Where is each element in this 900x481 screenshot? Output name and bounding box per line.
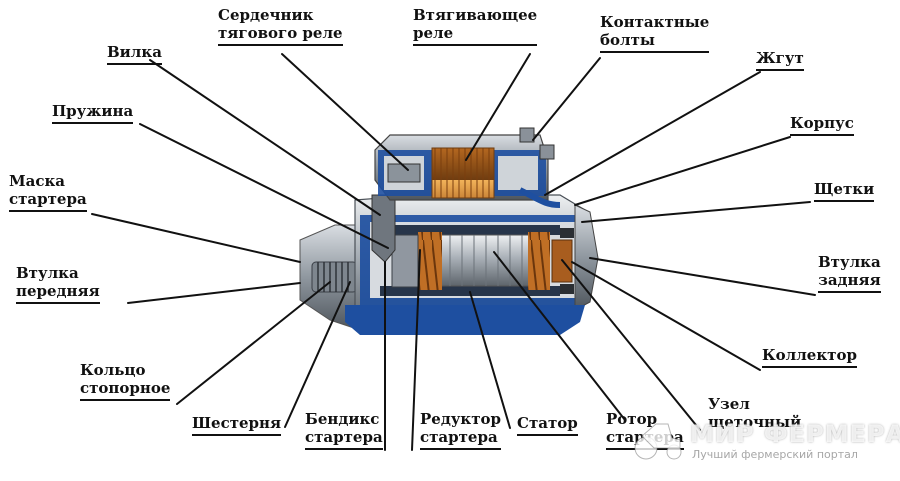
leader-kollektor (571, 261, 761, 371)
watermark-title: МИР ФЕРМЕРА (690, 420, 900, 448)
leader-shchetki (581, 201, 811, 223)
label-kollektor: Коллектор (762, 346, 857, 368)
rotor-shape (439, 234, 531, 287)
leader-zhgut (544, 71, 761, 196)
label-serdechnik: Сердечник тягового реле (218, 6, 343, 46)
contact-bolt-1 (519, 127, 535, 143)
leader-vilka (149, 59, 381, 216)
winding-right (528, 232, 550, 290)
leader-rotor (493, 251, 626, 421)
label-vtyag: Втягивающее реле (413, 6, 538, 46)
leader-kontakt (532, 57, 601, 141)
leader-uzel (561, 259, 701, 431)
starter-body (299, 127, 599, 335)
label-stator: Статор (517, 414, 578, 436)
leader-pruzhina (139, 123, 389, 249)
label-bendiks: Бендикс стартера (305, 410, 383, 450)
label-kontakt: Контактные болты (600, 13, 710, 53)
label-shesternya: Шестерня (192, 414, 282, 436)
fork-shape (371, 194, 396, 263)
label-vtulka-zad: Втулка задняя (818, 253, 881, 293)
winding-left (418, 232, 442, 290)
watermark-subtitle: Лучший фермерский портал (692, 448, 858, 461)
harness-shape (518, 187, 561, 208)
leader-serdechnik (281, 53, 409, 171)
label-maska: Маска стартера (9, 172, 87, 212)
label-uzel: Узел щеточный (708, 395, 802, 431)
leader-vtulka-zad (589, 257, 816, 296)
label-zhgut: Жгут (756, 49, 804, 71)
leader-shesternya (284, 281, 351, 428)
label-vilka: Вилка (107, 43, 162, 65)
contact-bolt-2 (539, 144, 555, 160)
leader-reduktor (411, 249, 421, 451)
gear-shape (391, 234, 419, 288)
label-shchetki: Щетки (814, 180, 875, 202)
label-reduktor: Редуктор стартера (420, 410, 502, 450)
leader-vtyag (465, 53, 531, 161)
label-korpus: Корпус (790, 114, 854, 136)
brush-shape (560, 228, 574, 238)
coil-shape (431, 147, 495, 199)
leader-kolco (176, 281, 331, 405)
leader-korpus (574, 136, 791, 206)
label-vtulka-per: Втулка передняя (16, 264, 100, 304)
leader-maska (91, 213, 301, 263)
label-kolco: Кольцо стопорное (80, 361, 171, 401)
watermark-tractor-icon (634, 423, 682, 460)
leader-stator (469, 291, 511, 429)
leader-lines (91, 53, 816, 451)
leader-vtulka-per (127, 282, 301, 304)
plunger-shape (387, 163, 421, 183)
label-pruzhina: Пружина (52, 102, 134, 124)
